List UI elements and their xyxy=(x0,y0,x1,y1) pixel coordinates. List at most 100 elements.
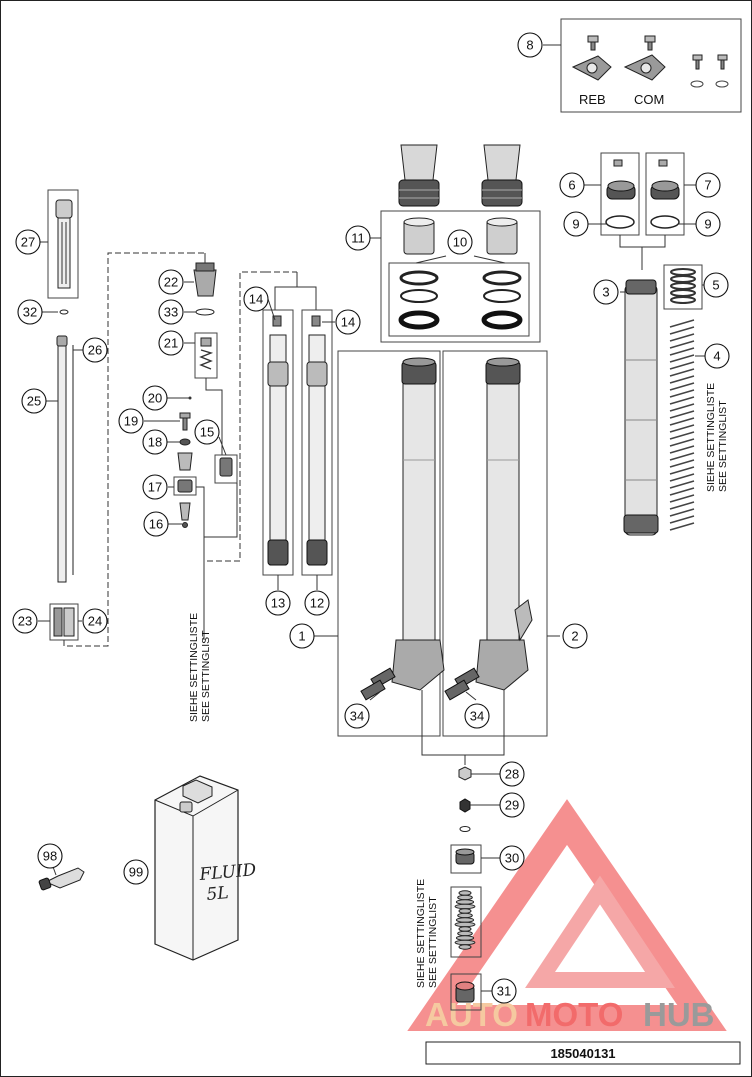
tool-27 xyxy=(55,199,73,315)
callout-16: 16 xyxy=(143,511,169,537)
callout-number: 2 xyxy=(571,629,578,644)
callout-number: 16 xyxy=(149,517,163,532)
callout-18: 18 xyxy=(142,429,168,455)
callout-9b: 9 xyxy=(695,211,721,237)
callout-13: 13 xyxy=(265,590,291,616)
callout-number: 32 xyxy=(23,305,37,320)
watermark-moto: MOTO xyxy=(525,996,623,1033)
kit-box-27 xyxy=(47,189,79,299)
callout-12: 12 xyxy=(304,590,330,616)
nut-29 xyxy=(459,798,471,813)
shim-washer xyxy=(454,903,476,910)
piston-31 xyxy=(455,981,475,1003)
kit-box-30 xyxy=(450,844,482,874)
callout-21: 21 xyxy=(158,330,184,356)
damper-cartridge-13 xyxy=(267,315,289,566)
shims-note-de: SIEHE SETTINGLISTE xyxy=(188,613,200,722)
callout-number: 13 xyxy=(271,596,285,611)
label-reb: REB xyxy=(579,92,606,107)
callout-number: 14 xyxy=(341,315,355,330)
callout-number: 99 xyxy=(129,865,143,880)
spring-4-note-de: SIEHE SETTINGLISTE xyxy=(705,383,717,492)
cartridge-tube-3 xyxy=(623,279,659,536)
shim-stack-17-16 xyxy=(173,452,197,528)
spring-small-5 xyxy=(670,268,696,304)
callout-20: 20 xyxy=(142,385,168,411)
callout-number: 17 xyxy=(148,480,162,495)
callout-number: 34 xyxy=(350,709,364,724)
callout-number: 5 xyxy=(712,278,719,293)
kit-box-10 xyxy=(388,262,530,337)
callout-number: 25 xyxy=(27,394,41,409)
callout-number: 10 xyxy=(453,235,467,250)
callout-number: 24 xyxy=(88,614,102,629)
callout-number: 33 xyxy=(164,305,178,320)
kit-box-shims xyxy=(450,886,482,958)
washer xyxy=(459,826,471,832)
callout-4: 4 xyxy=(704,343,730,369)
shim-washer xyxy=(455,917,475,923)
shims-note-en: SEE SETTINGLIST xyxy=(200,630,212,722)
grease-tube-98 xyxy=(38,867,85,891)
watermark-hub: HUB xyxy=(643,996,715,1033)
callout-25: 25 xyxy=(21,388,47,414)
callout-number: 23 xyxy=(18,614,32,629)
piston-rod-25 xyxy=(56,335,74,583)
kit-box-5 xyxy=(663,264,703,310)
fork-cap-7 xyxy=(650,159,680,229)
callout-number: 31 xyxy=(497,984,511,999)
bleed-valve-23-24 xyxy=(53,607,75,637)
spring-4-note-en: SEE SETTINGLIST xyxy=(717,400,729,492)
shim-washer xyxy=(457,930,473,937)
callout-2: 2 xyxy=(562,623,588,649)
shim-washer xyxy=(455,899,475,905)
shim-washer xyxy=(454,939,476,946)
callout-number: 9 xyxy=(572,217,579,232)
fork-outer-tube-2 xyxy=(444,357,533,701)
kit-box-8 xyxy=(560,18,742,113)
callout-29: 29 xyxy=(499,792,525,818)
callout-number: 6 xyxy=(568,178,575,193)
callout-number: 27 xyxy=(21,235,35,250)
callout-number: 18 xyxy=(148,435,162,450)
callout-34a: 34 xyxy=(344,703,370,729)
dust-seal-left xyxy=(398,144,440,207)
shim-washer xyxy=(458,908,472,914)
callout-17: 17 xyxy=(142,474,168,500)
callout-11: 11 xyxy=(345,225,371,251)
shims-bottom-note-en: SEE SETTINGLIST xyxy=(427,896,439,988)
callout-number: 22 xyxy=(164,275,178,290)
kit-box-2 xyxy=(442,350,548,737)
fork-cap-6 xyxy=(605,159,636,229)
seals-10 xyxy=(398,270,523,330)
callout-number: 34 xyxy=(470,709,484,724)
damper-cartridge-12 xyxy=(306,315,328,566)
shim-washer xyxy=(455,935,475,941)
spring-valve-21 xyxy=(199,337,214,370)
callout-number: 19 xyxy=(124,414,138,429)
shim-washer xyxy=(458,890,472,896)
shim-stack xyxy=(454,890,476,950)
callout-7: 7 xyxy=(695,172,721,198)
small-screws-orings xyxy=(690,54,729,88)
callout-number: 29 xyxy=(505,798,519,813)
callout-32: 32 xyxy=(17,299,43,325)
callout-number: 28 xyxy=(505,767,519,782)
callout-number: 20 xyxy=(148,391,162,406)
bushings-11 xyxy=(403,217,518,255)
callout-number: 14 xyxy=(249,292,263,307)
callout-33: 33 xyxy=(158,299,184,325)
callout-23: 23 xyxy=(12,608,38,634)
nut-28 xyxy=(458,766,472,781)
callout-number: 26 xyxy=(88,343,102,358)
callout-number: 11 xyxy=(351,231,365,246)
callout-number: 7 xyxy=(704,178,711,193)
kit-box-1 xyxy=(337,350,441,737)
callout-number: 21 xyxy=(164,336,178,351)
callout-1: 1 xyxy=(289,623,315,649)
kit-box-11 xyxy=(380,210,541,343)
shim-washer xyxy=(458,926,472,932)
adjuster-reb-part xyxy=(571,35,612,81)
